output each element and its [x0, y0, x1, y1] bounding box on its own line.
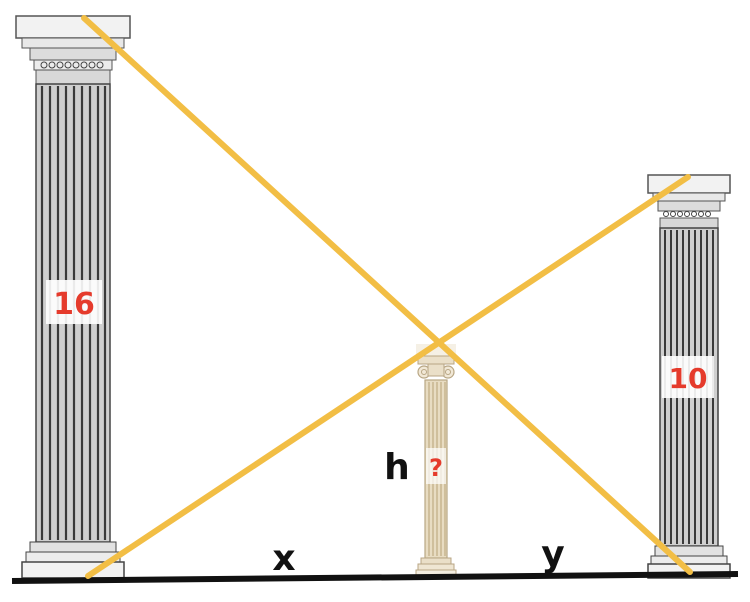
left-distance-label: x — [272, 538, 295, 579]
line-left-base-to-right-top — [85, 174, 691, 579]
right-distance-label: y — [541, 534, 564, 575]
middle-height-variable: h — [384, 447, 410, 488]
line-left-top-to-right-base — [81, 15, 693, 575]
middle-height-unknown: ? — [429, 454, 443, 482]
left-height-label: 16 — [53, 287, 95, 322]
cross-lines — [81, 15, 693, 579]
right-height-label: 10 — [669, 362, 708, 395]
ground-line — [11, 571, 739, 584]
